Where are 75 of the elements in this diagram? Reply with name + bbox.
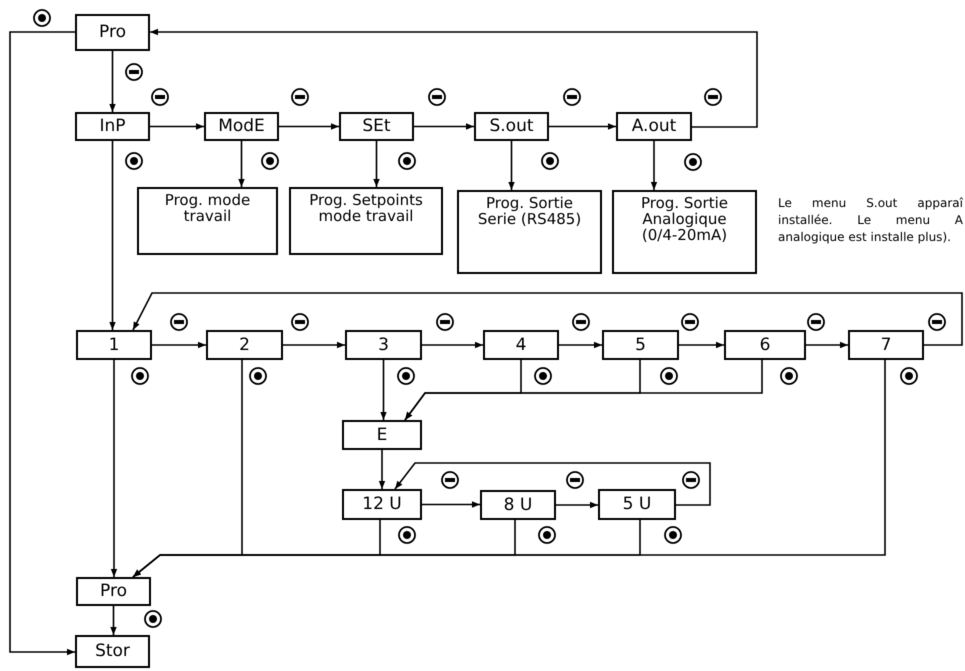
menu-label: A.out <box>632 118 676 135</box>
arrow <box>109 141 116 330</box>
arrow <box>679 342 724 348</box>
menu-box <box>137 187 278 255</box>
menu-label: 12 U <box>362 496 402 513</box>
menu-box <box>480 490 556 520</box>
menu-label: 4 <box>516 336 526 354</box>
menu-label: E <box>376 426 388 444</box>
menu-label: 2 <box>239 336 250 354</box>
menu-box <box>474 112 549 141</box>
arrow <box>806 342 848 348</box>
menu-label: InP <box>99 118 126 135</box>
menu-box <box>616 112 692 141</box>
arrow <box>549 123 616 130</box>
menu-label: 5 <box>635 336 646 354</box>
menu-box <box>602 330 679 360</box>
arrow <box>150 123 204 130</box>
menu-label: SEt <box>362 118 391 135</box>
menu-label: Stor <box>95 643 130 660</box>
menu-label: 8 U <box>504 496 532 514</box>
arrow <box>110 606 117 635</box>
menu-label: S.out <box>489 118 534 135</box>
arrow <box>559 342 602 348</box>
menu-box <box>75 14 150 51</box>
arrow <box>132 292 963 346</box>
menu-box <box>598 489 676 520</box>
menu-box <box>204 112 279 141</box>
menu-box <box>289 187 443 255</box>
arrow <box>508 141 515 190</box>
arrow <box>394 462 711 506</box>
menu-box <box>724 330 806 360</box>
menu-label: 1 <box>108 336 120 354</box>
arrow <box>422 501 480 508</box>
arrow <box>132 360 886 578</box>
arrow <box>238 141 245 187</box>
menu-label: Pro <box>99 24 126 41</box>
menu-box <box>848 330 924 360</box>
menu-box <box>483 330 559 360</box>
menu-label: Prog. Sortie Analogique (0/4-20mA) <box>640 196 729 244</box>
arrow <box>110 360 118 577</box>
arrow <box>378 450 386 489</box>
menu-box <box>342 489 422 520</box>
menu-box <box>342 420 422 450</box>
menu-label: 5 U <box>622 496 652 513</box>
arrow <box>404 360 763 420</box>
arrow <box>373 141 380 187</box>
arrow <box>556 502 598 508</box>
menu-box <box>339 112 414 141</box>
arrow <box>283 342 345 348</box>
menu-label: Prog. Setpoints mode travail <box>309 193 423 224</box>
arrow <box>109 51 116 112</box>
arrow <box>650 141 658 190</box>
arrow <box>150 28 758 128</box>
arrow <box>152 342 206 348</box>
menu-label: 6 <box>760 336 770 354</box>
menu-box <box>76 330 152 360</box>
menu-box <box>345 330 422 360</box>
menu-box <box>75 635 150 668</box>
menu-box <box>206 330 283 360</box>
menu-label: 7 <box>880 336 892 354</box>
menu-box <box>612 190 757 274</box>
menu-label: Prog. mode travail <box>164 193 252 224</box>
menu-box <box>76 577 151 606</box>
menu-box <box>75 112 150 141</box>
arrow <box>380 360 387 420</box>
arrow <box>414 123 474 130</box>
arrow <box>279 123 339 130</box>
arrow <box>422 342 483 348</box>
menu-label: Prog. Sortie Serie (RS485) <box>477 196 582 228</box>
arrow <box>9 31 75 656</box>
menu-label: ModE <box>218 118 265 135</box>
menu-label: Pro <box>100 583 127 600</box>
note-text: Le menu S.out apparaî installée. Le menu A analogique est installe plus). <box>778 195 963 246</box>
menu-box <box>457 190 602 274</box>
menu-label: 3 <box>378 336 389 354</box>
